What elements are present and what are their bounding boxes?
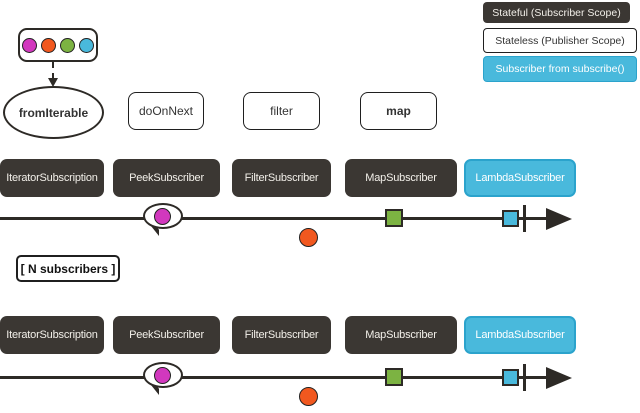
magenta-marble-icon — [154, 208, 171, 225]
timeline-arrowhead-icon — [546, 207, 572, 230]
subscriber-box-filter-subscriber: FilterSubscriber — [232, 316, 331, 354]
operator-filter: filter — [243, 92, 320, 130]
speech-bubble-tail — [151, 226, 159, 236]
blue-square-marble-icon — [502, 369, 519, 386]
blue-marble-icon — [79, 37, 94, 53]
subscriber-box-iterator-subscription: IteratorSubscription — [0, 316, 104, 354]
legend-subscriber-from-subscribe: Subscriber from subscribe() — [483, 56, 637, 82]
blue-square-marble-icon — [502, 210, 519, 227]
green-marble-icon — [60, 37, 75, 53]
timeline-arrowhead-icon — [546, 366, 572, 389]
timeline-line — [0, 217, 549, 220]
dashed-connector-line — [52, 62, 54, 79]
magenta-marble-icon — [154, 367, 171, 384]
completion-bar-icon — [523, 205, 526, 232]
completion-bar-icon — [523, 364, 526, 391]
marble-timeline-2 — [0, 354, 640, 409]
subscriber-box-map-subscriber: MapSubscriber — [345, 159, 457, 197]
subscriber-box-lambda-subscriber: LambdaSubscriber — [464, 316, 576, 354]
operator-from-iterable: fromIterable — [3, 86, 104, 139]
n-subscribers-label: [ N subscribers ] — [16, 255, 120, 282]
orange-marble-icon — [299, 387, 318, 406]
operator-do-on-next: doOnNext — [128, 92, 204, 130]
legend-stateful: Stateful (Subscriber Scope) — [483, 2, 630, 23]
orange-marble-icon — [299, 228, 318, 247]
green-square-marble-icon — [385, 368, 403, 386]
operator-map: map — [360, 92, 437, 130]
subscriber-box-lambda-subscriber: LambdaSubscriber — [464, 159, 576, 197]
subscriber-chain-2: IteratorSubscription PeekSubscriber Filt… — [0, 316, 640, 354]
legend-stateless: Stateless (Publisher Scope) — [483, 28, 637, 53]
subscriber-box-iterator-subscription: IteratorSubscription — [0, 159, 104, 197]
subscriber-box-peek-subscriber: PeekSubscriber — [113, 159, 220, 197]
subscriber-box-map-subscriber: MapSubscriber — [345, 316, 457, 354]
green-square-marble-icon — [385, 209, 403, 227]
down-arrow-icon — [48, 78, 58, 87]
timeline-line — [0, 376, 549, 379]
subscriber-chain-1: IteratorSubscription PeekSubscriber Filt… — [0, 159, 640, 197]
marble-timeline-1 — [0, 195, 640, 250]
subscriber-box-peek-subscriber: PeekSubscriber — [113, 316, 220, 354]
magenta-marble-icon — [22, 37, 37, 53]
source-marbles-box — [18, 28, 98, 62]
subscriber-box-filter-subscriber: FilterSubscriber — [232, 159, 331, 197]
speech-bubble-tail — [151, 385, 159, 395]
orange-marble-icon — [41, 37, 56, 53]
